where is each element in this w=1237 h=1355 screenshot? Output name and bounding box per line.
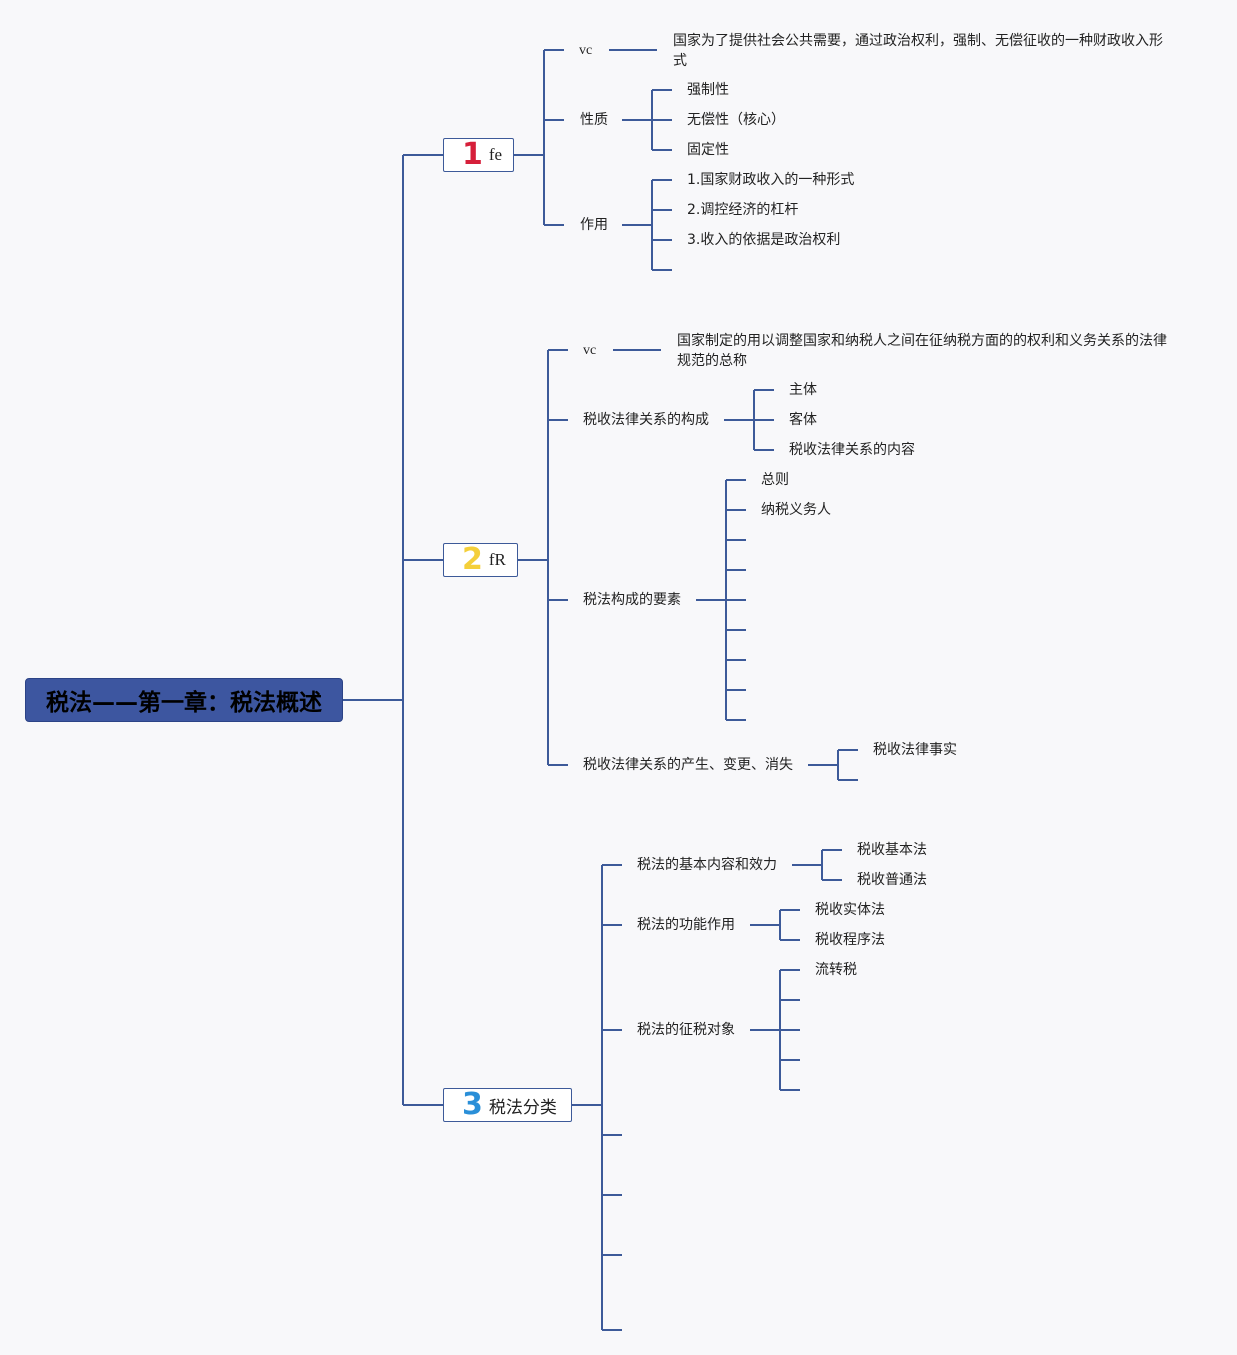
subtopic-1-function[interactable]: 作用 [580, 217, 608, 233]
topic-3[interactable]: 3 税法分类 [443, 1088, 572, 1122]
topic-3-label: 税法分类 [488, 1097, 557, 1118]
elements-item[interactable]: 纳税义务人 [761, 502, 831, 518]
nature-item[interactable]: 强制性 [687, 82, 729, 98]
root-topic[interactable]: 税法——第一章：税法概述 [25, 678, 343, 722]
nature-item[interactable]: 固定性 [687, 142, 729, 158]
subtopic-1-nature[interactable]: 性质 [580, 112, 608, 128]
content-item[interactable]: 税收普通法 [857, 872, 927, 888]
subtopic-2-definition[interactable]: vc [583, 343, 597, 358]
function-law-item[interactable]: 税收实体法 [815, 902, 885, 918]
topic-1[interactable]: 1 fe [443, 138, 514, 172]
definition-1-detail[interactable]: 国家为了提供社会公共需要，通过政治权利，强制、无偿征收的一种财政收入形式 [673, 33, 1163, 69]
definition-2-detail[interactable]: 国家制定的用以调整国家和纳税人之间在征纳税方面的的权利和义务关系的法律规范的总称 [677, 333, 1167, 369]
subtopic-3-function[interactable]: 税法的功能作用 [637, 917, 735, 933]
subtopic-2-lifecycle[interactable]: 税收法律关系的产生、变更、消失 [583, 757, 793, 773]
topic-1-label: fe [488, 145, 503, 164]
object-item[interactable]: 流转税 [815, 962, 857, 978]
function-item[interactable]: 2.调控经济的杠杆 [687, 202, 799, 218]
number-1-icon: 1 [462, 137, 483, 172]
function-item[interactable]: 1.国家财政收入的一种形式 [687, 172, 855, 188]
topic-2-label: fR [488, 550, 506, 569]
composition-item[interactable]: 税收法律关系的内容 [789, 442, 915, 458]
number-2-icon: 2 [462, 542, 483, 577]
composition-item[interactable]: 客体 [789, 412, 817, 428]
subtopic-2-composition[interactable]: 税收法律关系的构成 [583, 412, 709, 428]
lifecycle-item[interactable]: 税收法律事实 [873, 742, 957, 758]
subtopic-3-object[interactable]: 税法的征税对象 [637, 1022, 735, 1038]
nature-item[interactable]: 无偿性（核心） [687, 112, 785, 128]
subtopic-2-elements[interactable]: 税法构成的要素 [583, 592, 681, 608]
number-3-icon: 3 [462, 1087, 483, 1122]
content-item[interactable]: 税收基本法 [857, 842, 927, 858]
function-item[interactable]: 3.收入的依据是政治权利 [687, 232, 841, 248]
root-title: 税法——第一章：税法概述 [46, 690, 322, 716]
elements-item[interactable]: 总则 [761, 472, 789, 488]
subtopic-1-definition[interactable]: vc [579, 43, 593, 58]
subtopic-3-content[interactable]: 税法的基本内容和效力 [637, 857, 777, 873]
composition-item[interactable]: 主体 [789, 382, 817, 398]
function-law-item[interactable]: 税收程序法 [815, 932, 885, 948]
topic-2[interactable]: 2 fR [443, 543, 518, 577]
